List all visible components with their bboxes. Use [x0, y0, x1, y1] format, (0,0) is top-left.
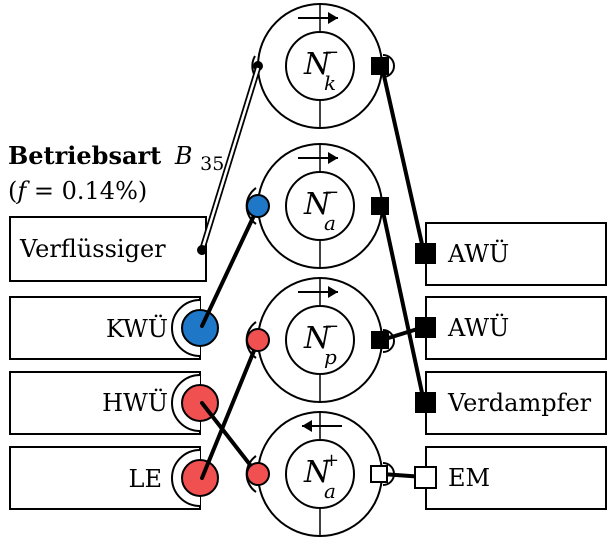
machine-nk-right-port	[371, 57, 389, 75]
hwu-to-na-plus-link	[200, 401, 260, 477]
connections	[197, 65, 426, 480]
kwu-label: KWÜ	[106, 314, 168, 343]
awu1-box	[425, 222, 607, 286]
mode-parameter: (f = 0.14%)	[8, 177, 147, 205]
verfluessiger-port	[197, 245, 207, 255]
kwu-to-na-link	[200, 205, 260, 328]
em-box	[425, 446, 607, 510]
machine-nk-sup: −	[324, 42, 339, 63]
awu1-label: AWÜ	[447, 239, 509, 268]
machine-na-plus-sup: +	[324, 450, 339, 471]
kwu-port-blue	[181, 309, 219, 347]
le-label: LE	[129, 465, 162, 493]
arrow-right-icon	[328, 12, 338, 24]
machine-na-minus-left-port	[246, 194, 270, 218]
machine-np-base: N	[303, 321, 332, 356]
machine-na-plus-base: N	[303, 455, 332, 490]
em-label: EM	[448, 464, 490, 492]
machine-np-left-port	[246, 328, 270, 352]
left-components: Verflüssiger KWÜ HWÜ LE	[9, 216, 219, 510]
machine-np-sup: −	[324, 316, 339, 337]
machine-nk-base: N	[303, 47, 332, 82]
le-to-np-link	[200, 339, 260, 480]
verfluessiger-label: Verflüssiger	[19, 235, 166, 263]
machine-na-minus-right-port	[371, 197, 389, 215]
kwu-box	[9, 296, 201, 360]
arrow-right-icon	[328, 152, 338, 164]
arrow-left-icon	[302, 420, 312, 432]
verdampfer-label: Verdampfer	[447, 389, 592, 417]
hwu-label: HWÜ	[102, 388, 168, 417]
mode-title: Betriebsart B 35	[8, 141, 224, 175]
machine-np-sub: p	[324, 345, 337, 369]
machine-na-minus-base: N	[303, 187, 332, 222]
nk-to-awu1-link	[380, 65, 426, 255]
machine-na-minus-sup: −	[324, 182, 339, 203]
machine-nk: N − k	[251, 3, 395, 129]
arrow-right-icon	[328, 286, 338, 298]
machine-na-plus-sub: a	[324, 479, 336, 503]
awu2-label: AWÜ	[447, 313, 509, 342]
machine-np: N − p	[245, 277, 395, 403]
na-to-verdampfer-link	[380, 205, 426, 404]
machine-na-plus-left-port	[246, 462, 270, 486]
machine-nk-sub: k	[324, 71, 336, 95]
mode-title-symbol: B	[174, 142, 193, 170]
mode-title-label: Betriebsart	[8, 141, 161, 170]
mode-title-subscript: 35	[200, 153, 224, 175]
awu2-box	[425, 296, 607, 360]
machine-na-minus-sub: a	[324, 211, 336, 235]
right-components: AWÜ AWÜ Verdampfer EM	[414, 222, 607, 510]
np-to-awu2-link	[380, 325, 426, 342]
